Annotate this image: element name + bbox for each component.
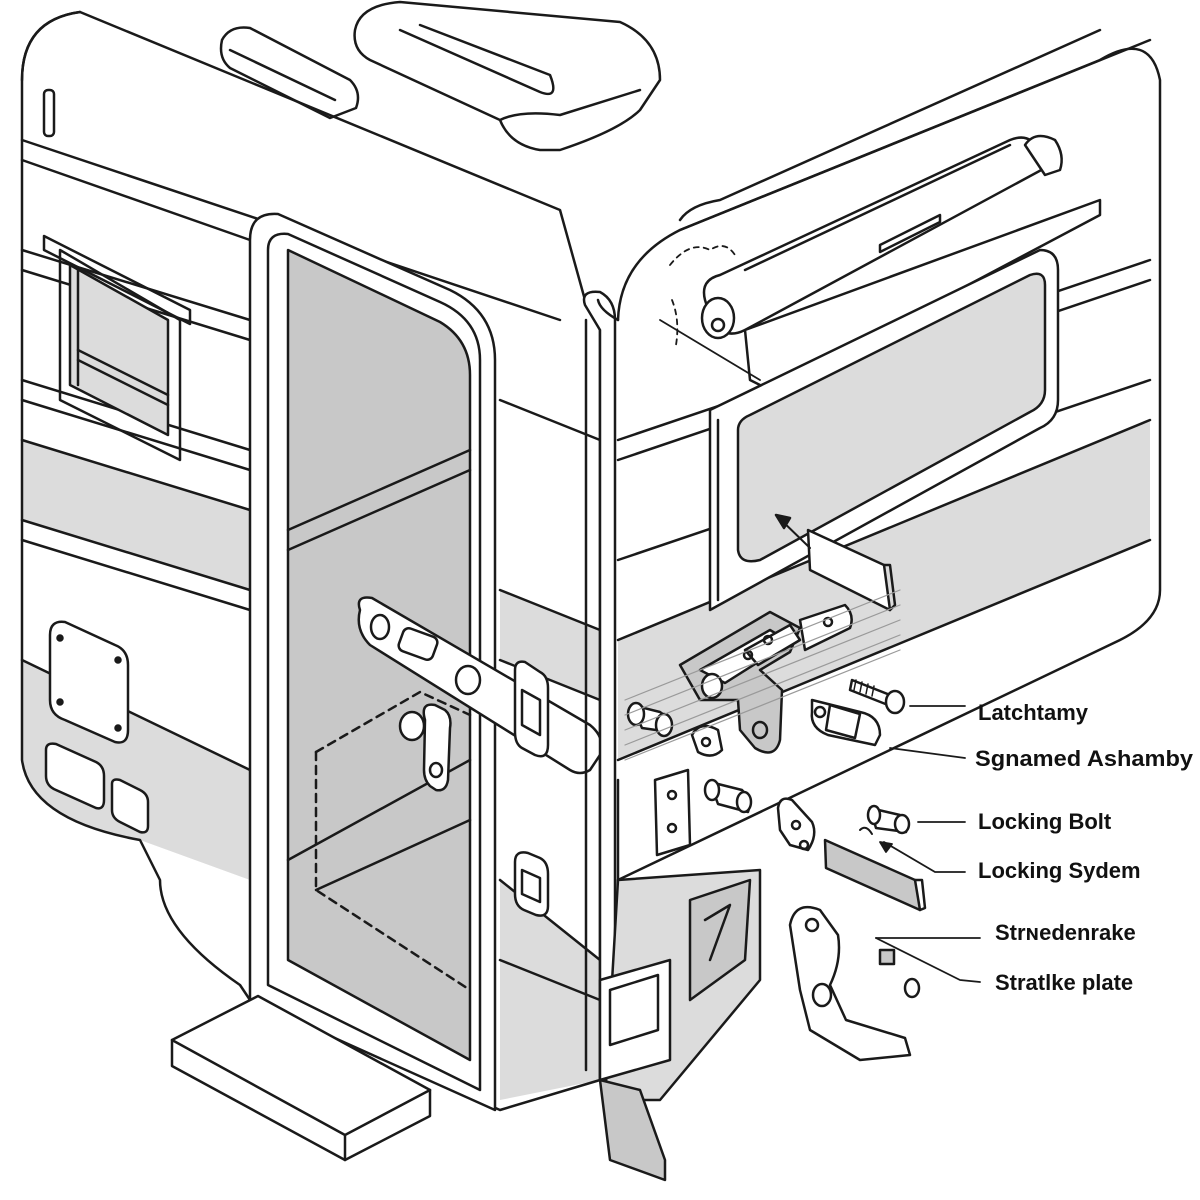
clevis-pin [690,724,724,757]
right-window [708,248,1060,612]
door-latch-bar [357,596,603,775]
roof-vent-small [219,26,360,120]
hinge-plate [810,698,882,747]
left-window [42,234,192,462]
screw-bolt [848,678,906,715]
access-panel [48,620,130,744]
locking-bolt-part [859,804,911,835]
strike-plate-part [788,905,912,1062]
awning-roll [700,134,1102,392]
shading-streaks [624,589,901,761]
side-marker-light [513,851,550,917]
label-latch-assembly: Latchtamy [978,700,1089,725]
awning-arm-dashed [659,245,761,381]
mounting-bracket [653,768,692,857]
label-strike-brake: Strɴedenrake [995,920,1136,945]
cam-latch [776,797,816,852]
door-knob [398,703,452,792]
cylinder-bushing-2 [703,778,753,814]
small-washer-parts [878,948,921,999]
callout-leaders [875,705,981,983]
entry-door [248,212,497,1112]
label-locking-bolt: Locking Bolt [978,809,1112,834]
entry-step [170,994,432,1162]
roof-vent-large [353,0,662,152]
tail-lights [44,742,150,834]
label-strike-plate: Stratlke plate [995,970,1133,995]
corner-post [582,290,617,1082]
label-signal-assembly: Sgnamed Ashamby [975,746,1194,771]
locking-bar [823,838,927,912]
lower-right-body [598,868,762,1182]
label-locking-system: Locking Sydem [978,858,1141,883]
